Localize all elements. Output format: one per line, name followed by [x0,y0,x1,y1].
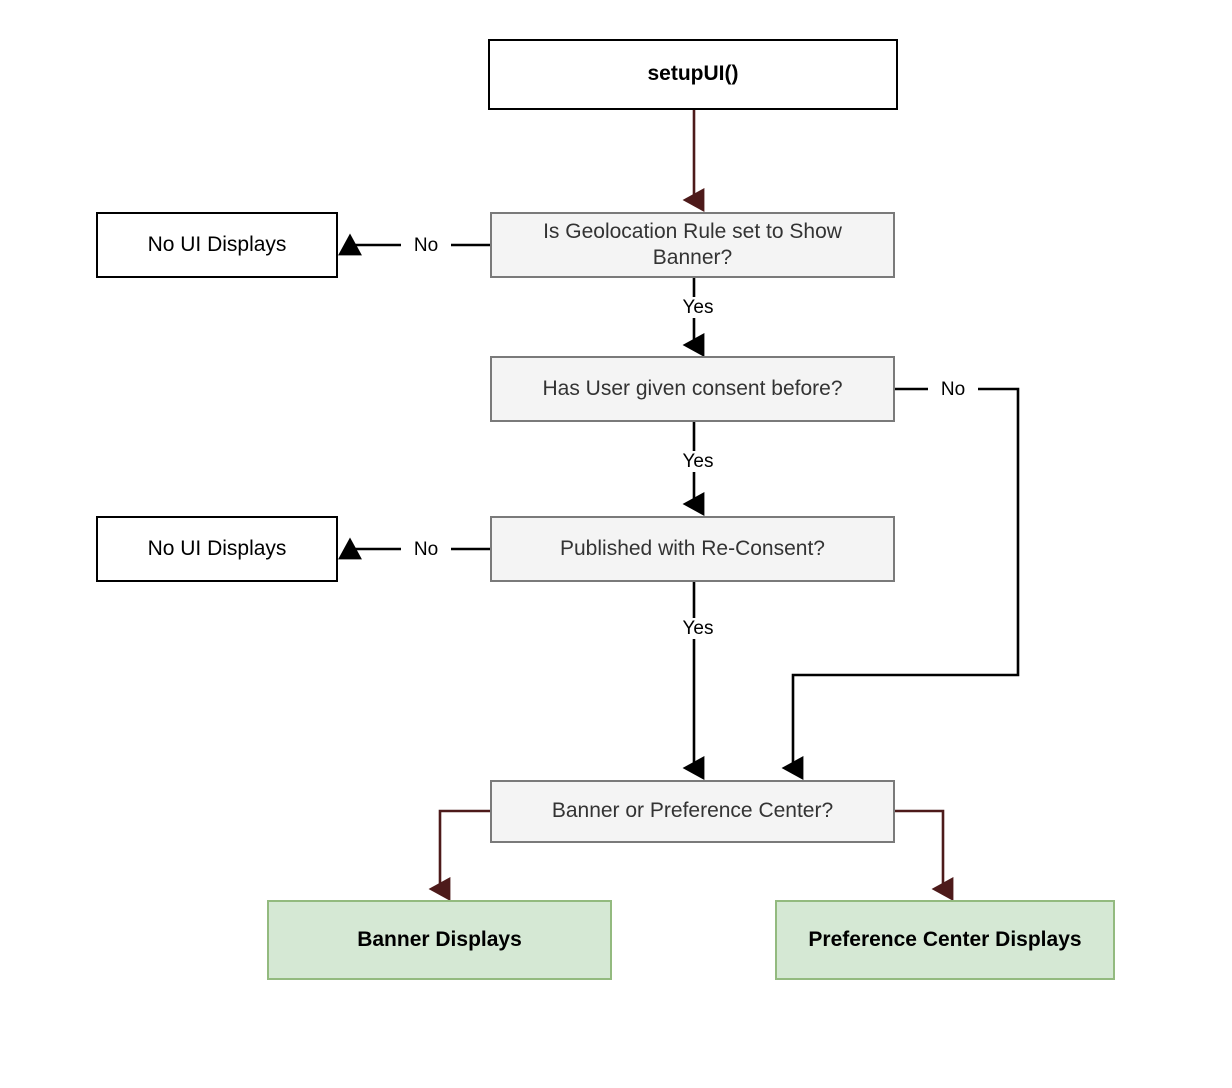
node-no-ui-displays-1-label: No UI Displays [147,232,287,256]
node-banner-or-preference-center-label: Banner or Preference Center? [551,799,834,823]
node-banner-or-preference-center[interactable]: Banner or Preference Center? [490,780,895,843]
node-setup-ui-label: setupUI() [647,62,739,86]
edge-label-consent-yes: Yes [672,451,724,472]
node-banner-displays[interactable]: Banner Displays [267,900,612,980]
node-preference-center-displays-label: Preference Center Displays [808,927,1082,951]
edge-label-consent-no: No [928,379,978,400]
node-no-ui-displays-2-label: No UI Displays [147,536,287,560]
node-geolocation-rule[interactable]: Is Geolocation Rule set to Show Banner? [490,212,895,278]
node-setup-ui[interactable]: setupUI() [488,39,898,110]
edge-label-reconsent-yes: Yes [672,618,724,639]
node-preference-center-displays[interactable]: Preference Center Displays [775,900,1115,980]
node-published-reconsent[interactable]: Published with Re-Consent? [490,516,895,582]
edge-label-reconsent-no: No [401,539,451,560]
node-banner-displays-label: Banner Displays [357,927,522,951]
edge-label-geolocation-yes: Yes [672,297,724,318]
edge-bannerpc-to-banner [428,809,490,901]
node-geolocation-rule-label: Is Geolocation Rule set to Show Banner? [543,219,842,269]
edge-bannerpc-to-pc [895,809,954,901]
node-published-reconsent-label: Published with Re-Consent? [560,536,825,560]
node-user-consent[interactable]: Has User given consent before? [490,356,895,422]
edge-label-geolocation-no: No [401,235,451,256]
node-no-ui-displays-2[interactable]: No UI Displays [96,516,338,582]
node-user-consent-label: Has User given consent before? [542,376,843,400]
node-no-ui-displays-1[interactable]: No UI Displays [96,212,338,278]
